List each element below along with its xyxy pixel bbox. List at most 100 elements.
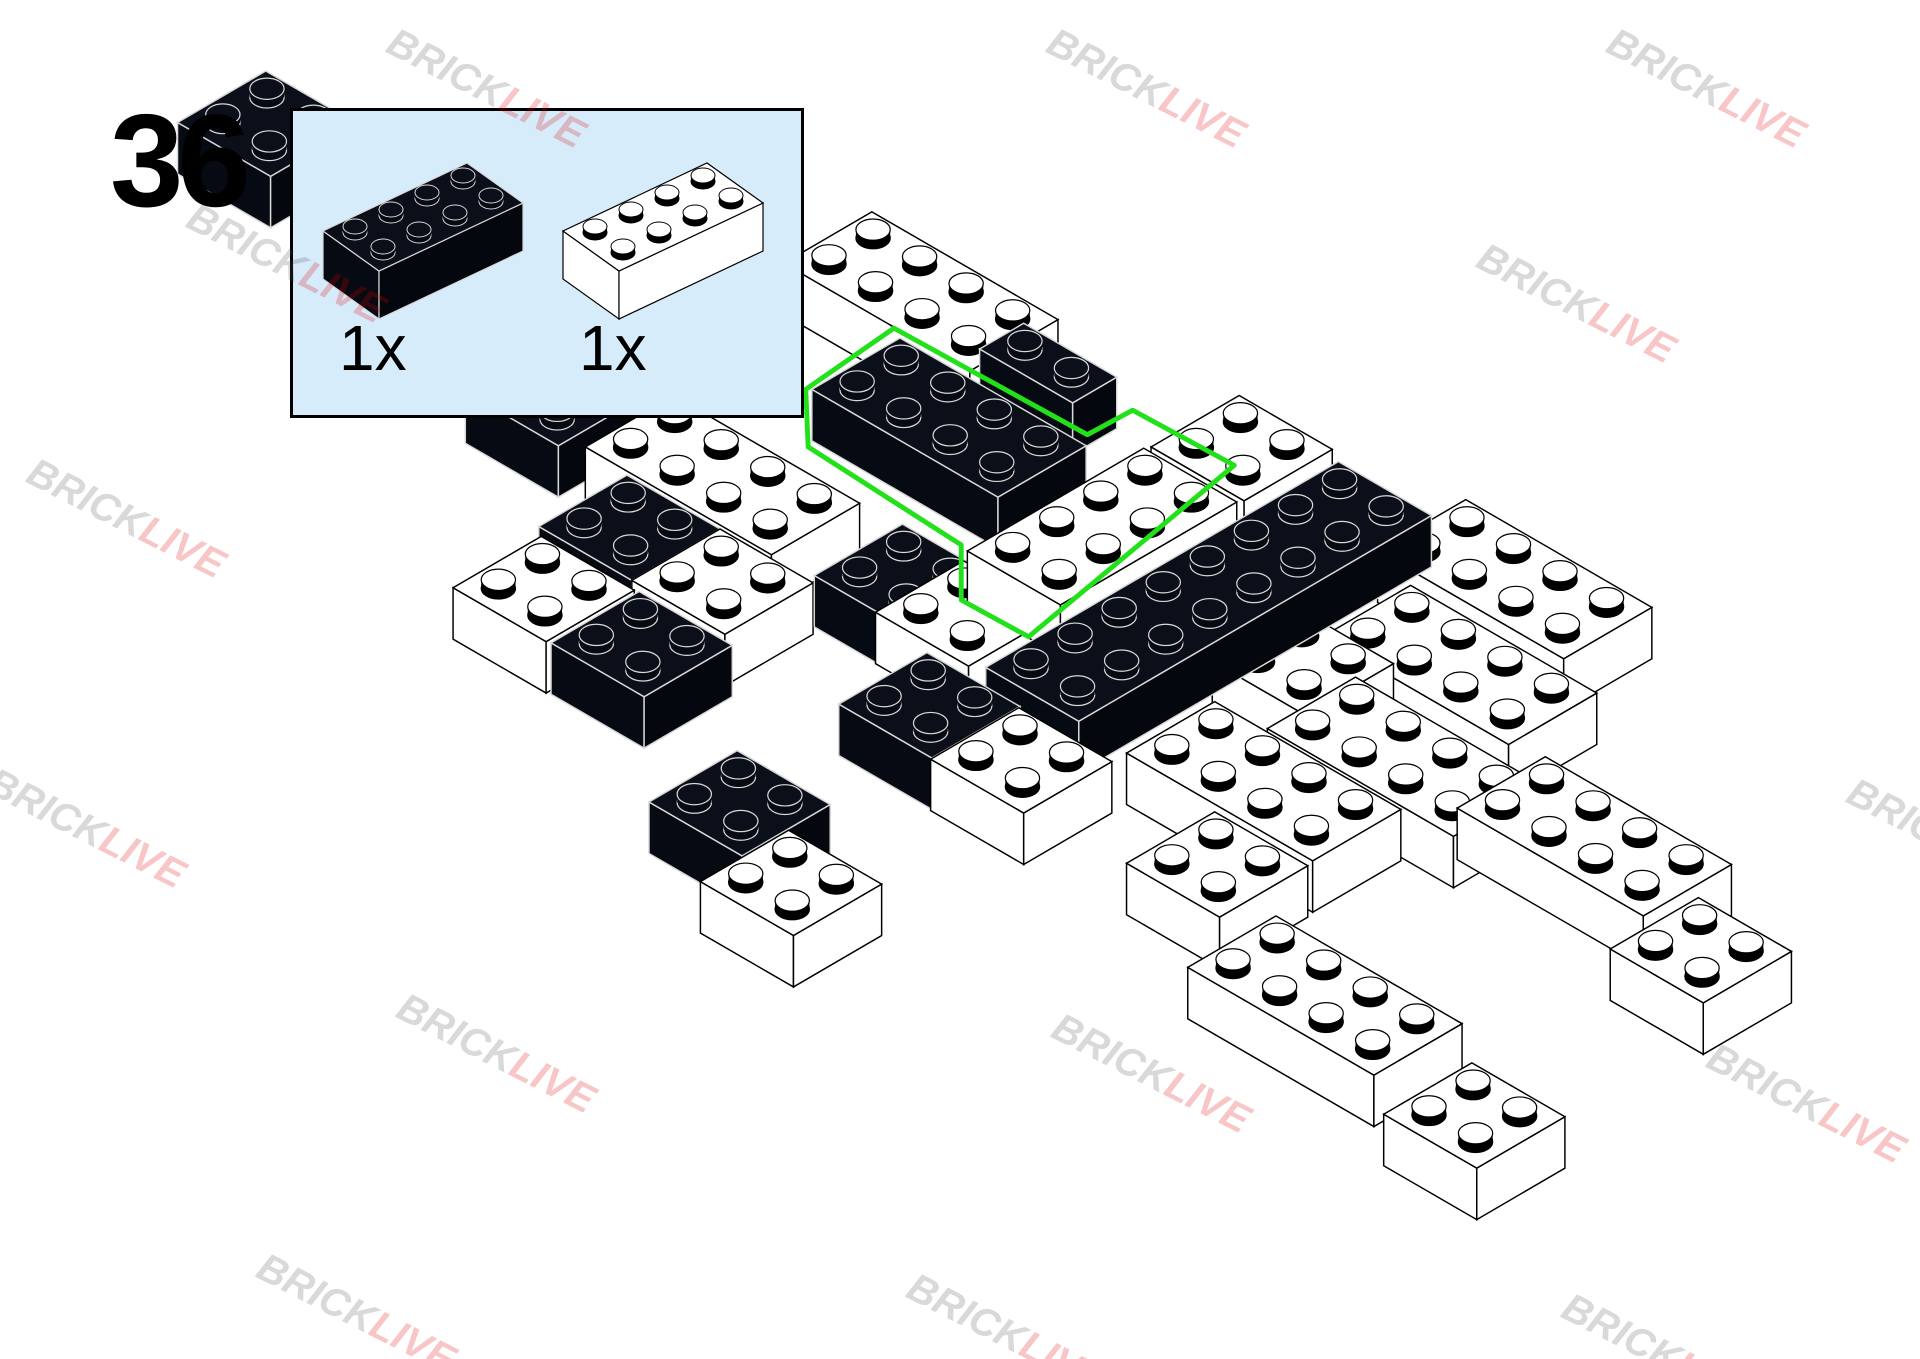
stud bbox=[1533, 672, 1570, 704]
stud bbox=[1338, 683, 1375, 715]
stud bbox=[958, 739, 994, 772]
part-black-brick-2x4: 1x bbox=[313, 141, 543, 401]
model-bricks bbox=[176, 70, 1793, 1221]
stud bbox=[612, 534, 649, 566]
white-brick bbox=[698, 829, 884, 989]
stud bbox=[1728, 931, 1764, 963]
stud bbox=[1048, 741, 1085, 773]
stud bbox=[669, 624, 705, 656]
stud bbox=[994, 299, 1031, 331]
stud bbox=[1411, 1095, 1447, 1127]
stud bbox=[622, 597, 659, 630]
stud bbox=[930, 371, 966, 403]
brick-top bbox=[837, 651, 1022, 759]
stud bbox=[1215, 948, 1251, 980]
stud bbox=[1247, 787, 1283, 819]
stud bbox=[1200, 760, 1237, 792]
stud bbox=[1261, 975, 1298, 1007]
stud bbox=[901, 245, 938, 277]
stud bbox=[1455, 1069, 1491, 1101]
stud bbox=[796, 482, 833, 514]
stud bbox=[705, 481, 742, 513]
stud bbox=[1681, 904, 1718, 936]
stud bbox=[703, 535, 739, 567]
stud bbox=[1007, 329, 1043, 361]
stud bbox=[342, 218, 368, 241]
stud bbox=[1577, 842, 1614, 874]
stud bbox=[1394, 591, 1430, 623]
part-quantity: 1x bbox=[579, 312, 647, 384]
stud bbox=[656, 508, 693, 540]
stud bbox=[1244, 845, 1281, 877]
stud bbox=[676, 782, 713, 814]
stud bbox=[1487, 645, 1523, 677]
stud bbox=[1004, 766, 1041, 798]
stud bbox=[811, 244, 847, 276]
stud bbox=[1259, 922, 1295, 954]
stud bbox=[752, 508, 788, 540]
stud bbox=[1308, 1002, 1344, 1034]
stud bbox=[249, 77, 285, 109]
stud bbox=[904, 297, 940, 329]
stud bbox=[1053, 356, 1090, 388]
stud bbox=[1101, 596, 1137, 628]
stud bbox=[659, 561, 695, 593]
stud bbox=[1173, 481, 1210, 513]
stud bbox=[772, 836, 808, 868]
black-brick bbox=[321, 162, 525, 321]
stud bbox=[903, 593, 939, 625]
stud bbox=[1244, 735, 1281, 767]
stud bbox=[625, 650, 661, 682]
stud bbox=[1145, 571, 1182, 603]
stud bbox=[818, 863, 855, 895]
stud bbox=[1225, 454, 1261, 486]
stud bbox=[994, 531, 1031, 563]
stud bbox=[857, 271, 894, 303]
stud bbox=[524, 542, 561, 574]
stud bbox=[750, 455, 786, 487]
stud bbox=[1440, 618, 1477, 650]
stud bbox=[1637, 929, 1674, 961]
stud bbox=[1624, 869, 1660, 901]
stud bbox=[566, 507, 602, 539]
brick-top bbox=[647, 749, 832, 857]
white-brick bbox=[1608, 896, 1793, 1056]
brick-top bbox=[1320, 584, 1599, 746]
stud bbox=[1350, 617, 1386, 649]
stud bbox=[932, 424, 968, 456]
brick-top bbox=[1608, 896, 1793, 1004]
white-brick bbox=[1125, 810, 1310, 970]
stud bbox=[578, 623, 615, 655]
black-brick bbox=[984, 460, 1433, 774]
stud bbox=[1286, 668, 1322, 701]
brick-top bbox=[698, 829, 884, 937]
stud bbox=[839, 370, 875, 402]
stud bbox=[705, 588, 742, 620]
stud bbox=[1192, 597, 1228, 630]
black-brick bbox=[647, 749, 832, 909]
stud bbox=[1305, 949, 1342, 981]
stud bbox=[1387, 763, 1424, 795]
stud bbox=[949, 619, 986, 652]
stud bbox=[1531, 815, 1567, 847]
stud bbox=[703, 428, 739, 461]
stud bbox=[1103, 649, 1140, 681]
white-brick bbox=[1382, 1062, 1567, 1221]
stud bbox=[1542, 559, 1578, 592]
black-brick-icon bbox=[321, 162, 525, 321]
stud bbox=[1059, 675, 1096, 707]
stud bbox=[1457, 1122, 1494, 1154]
stud bbox=[1498, 585, 1534, 617]
stud bbox=[1294, 709, 1331, 741]
stud bbox=[1451, 558, 1488, 590]
stud bbox=[1291, 762, 1327, 794]
stud bbox=[1198, 818, 1234, 850]
stud bbox=[978, 451, 1015, 483]
stud bbox=[1528, 763, 1565, 795]
stud bbox=[1280, 546, 1316, 578]
stud bbox=[1013, 648, 1049, 680]
stud bbox=[1057, 622, 1093, 654]
black-brick bbox=[810, 337, 1088, 550]
stud bbox=[1432, 737, 1468, 769]
